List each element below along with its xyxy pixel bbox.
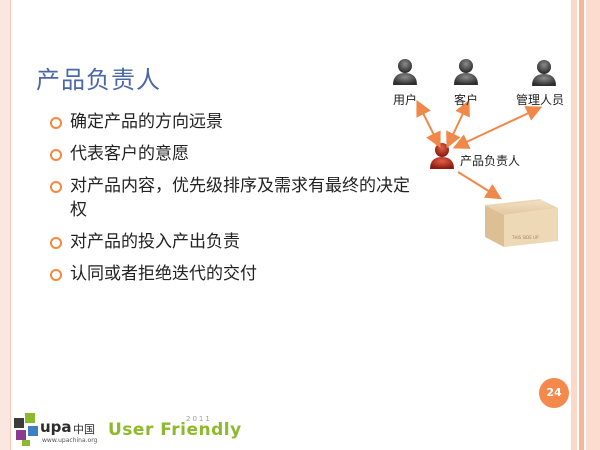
brand-year: 2011 bbox=[186, 415, 212, 423]
customer-person-icon bbox=[454, 59, 478, 85]
logo-url: www.upachina.org bbox=[42, 437, 98, 444]
bullet-item: 确定产品的方向远景 bbox=[50, 110, 410, 134]
product-box-icon: THIS SIDE UP bbox=[485, 199, 558, 247]
role-label-manager: 管理人员 bbox=[516, 93, 565, 107]
bullet-ring-icon bbox=[50, 237, 62, 249]
page-number-badge: 24 bbox=[539, 378, 569, 408]
manager-person-icon bbox=[532, 60, 556, 86]
bullet-ring-icon bbox=[50, 269, 62, 281]
user-friendly-brand: User Friendly bbox=[108, 420, 242, 440]
bullet-ring-icon bbox=[50, 181, 62, 193]
slide-title: 产品负责人 bbox=[36, 66, 161, 94]
right-border-decoration bbox=[571, 0, 600, 450]
logo-chinese-text: 中国 bbox=[73, 423, 95, 436]
role-label-user: 用户 bbox=[393, 93, 418, 107]
role-label-customer: 客户 bbox=[454, 93, 479, 107]
role-label-product-owner: 产品负责人 bbox=[460, 154, 521, 168]
upa-logo-icon bbox=[14, 413, 38, 446]
arrow-user-owner bbox=[416, 99, 441, 149]
arrow-manager-owner bbox=[452, 106, 543, 149]
bullet-item: 代表客户的意愿 bbox=[50, 142, 410, 166]
role-diagram: THIS SIDE UP 用户 客户 管理人员 产品负责人 bbox=[380, 55, 570, 255]
arrow-customer-owner bbox=[446, 99, 470, 149]
bullet-ring-icon bbox=[50, 149, 62, 161]
bullet-item: 对产品内容，优先级排序及需求有最终的决定权 bbox=[50, 174, 410, 222]
product-owner-person-icon bbox=[430, 143, 454, 169]
user-person-icon bbox=[393, 59, 417, 85]
box-label: THIS SIDE UP bbox=[511, 235, 539, 240]
logo-text: upa bbox=[40, 418, 72, 436]
bullet-item: 对产品的投入产出负责 bbox=[50, 230, 410, 254]
bullet-ring-icon bbox=[50, 117, 62, 129]
left-border-decoration bbox=[0, 0, 11, 450]
bullet-item: 认同或者拒绝迭代的交付 bbox=[50, 262, 410, 286]
bullet-list: 确定产品的方向远景 代表客户的意愿 对产品内容，优先级排序及需求有最终的决定权 … bbox=[50, 110, 410, 294]
arrow-owner-product bbox=[457, 171, 502, 200]
